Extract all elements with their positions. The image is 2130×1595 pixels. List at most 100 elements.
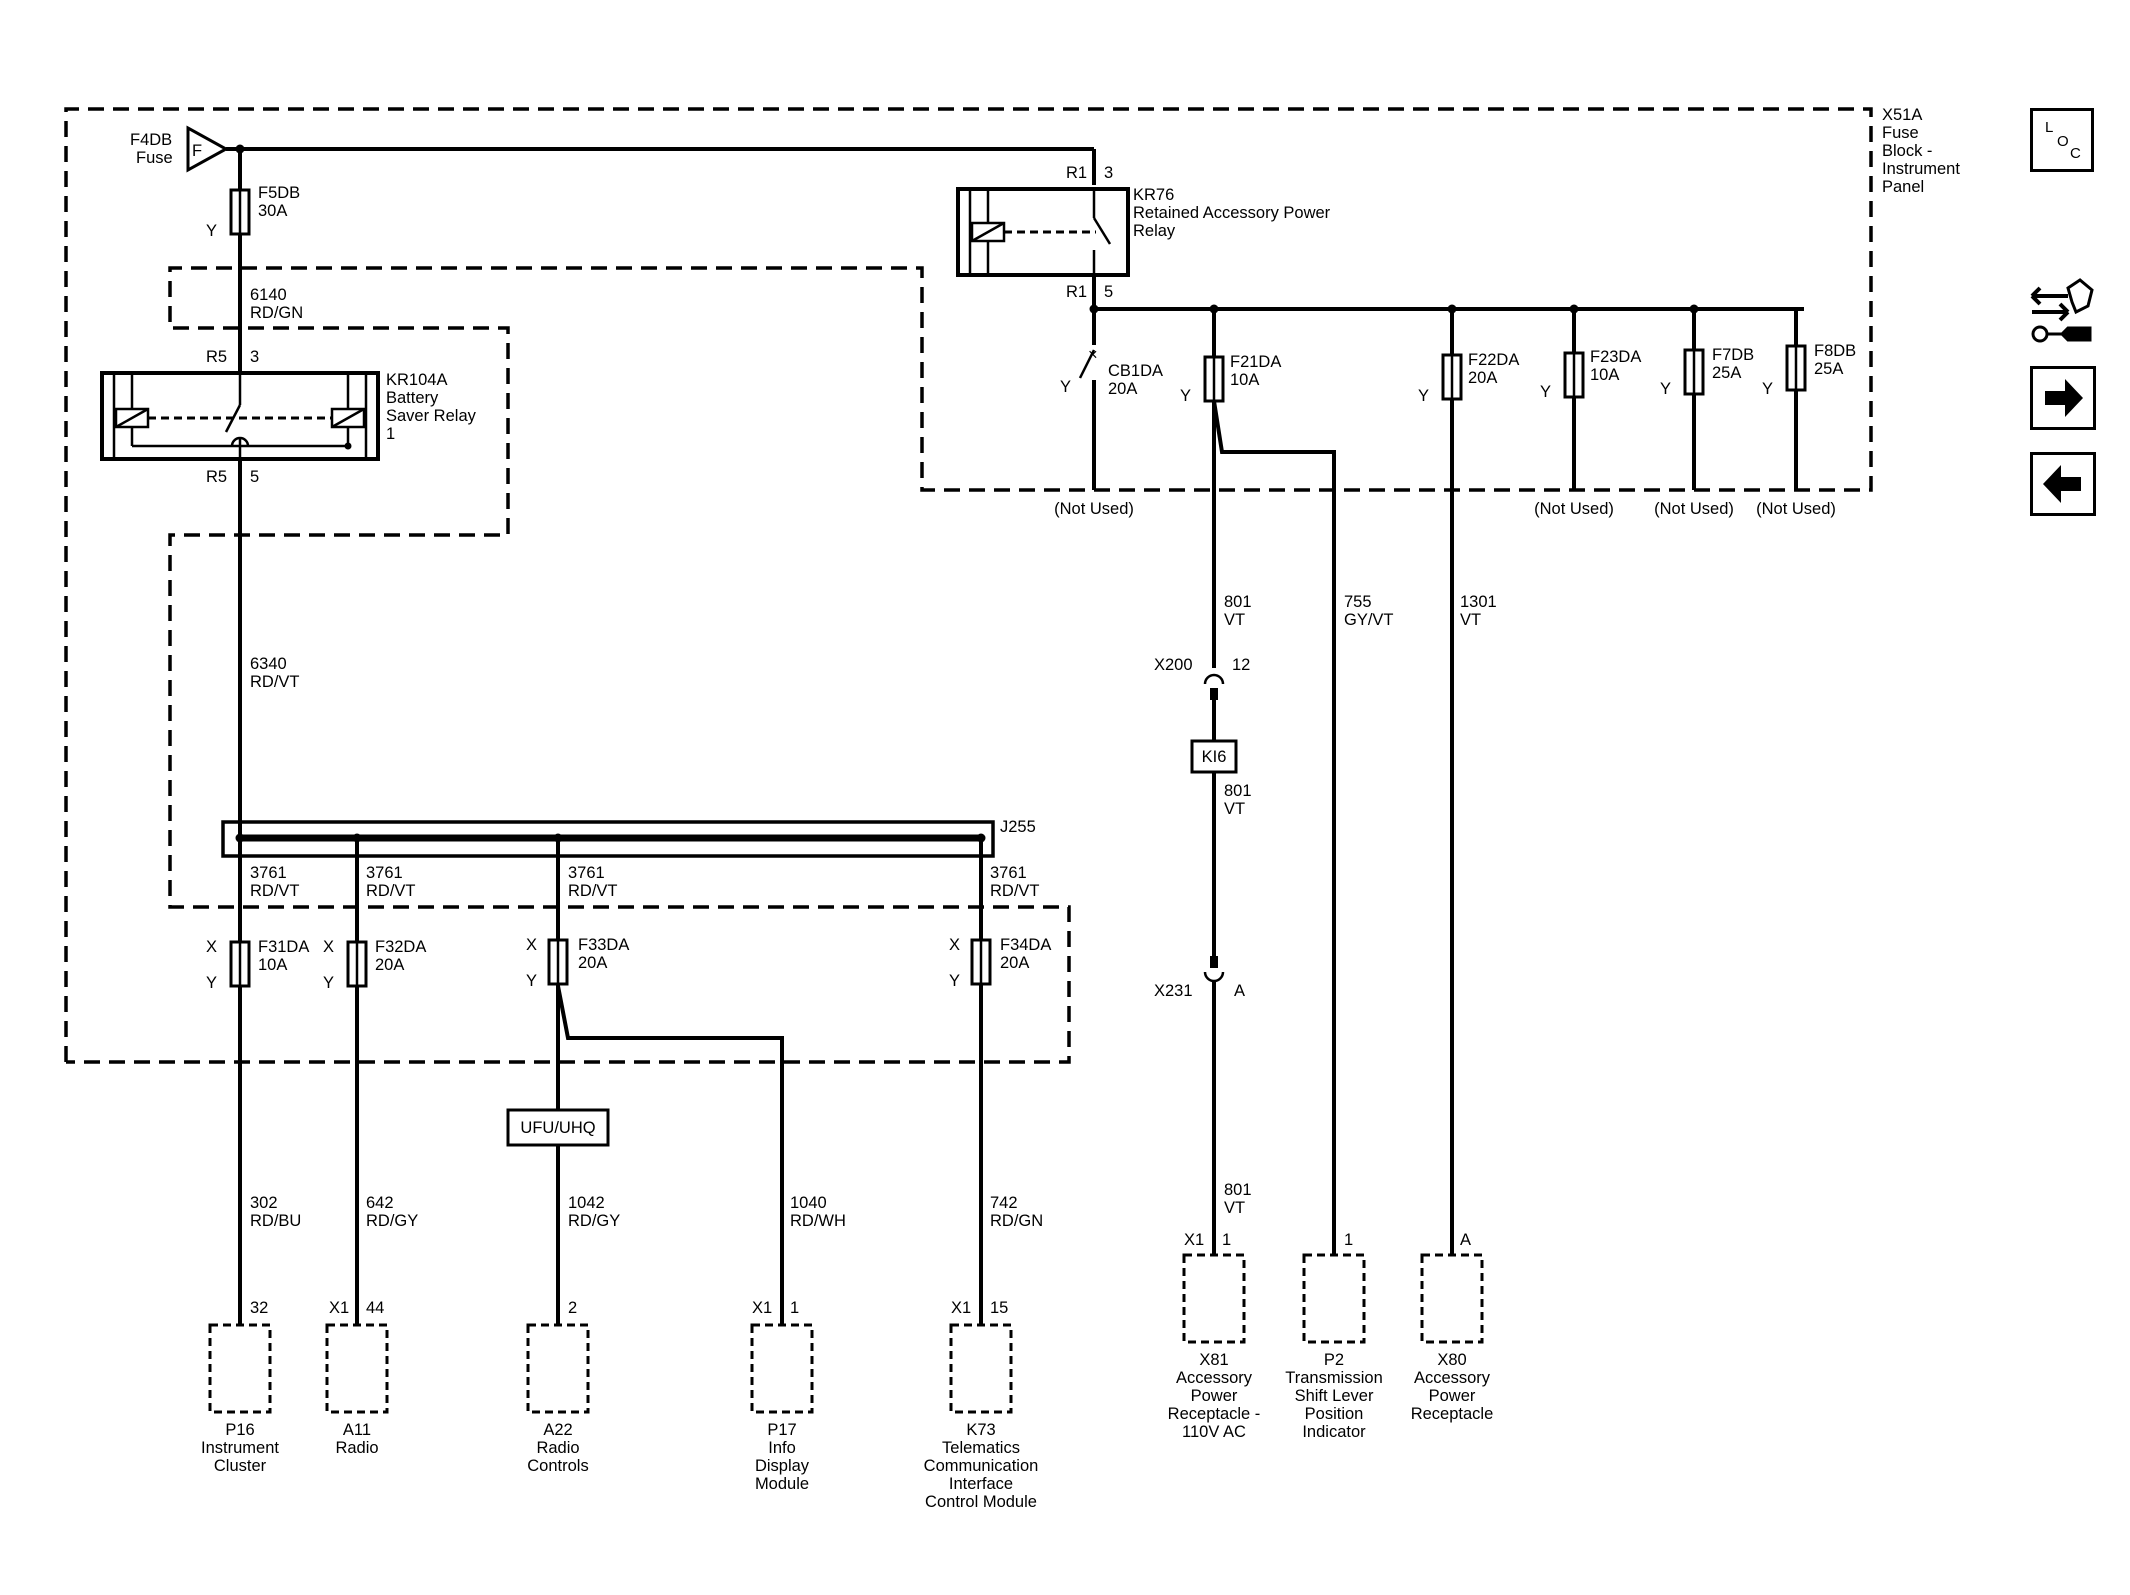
svg-text:F7DB: F7DB	[1712, 346, 1754, 364]
svg-text:X: X	[206, 938, 217, 956]
next-arrow-button[interactable]	[2030, 366, 2096, 430]
svg-text:10A: 10A	[1230, 371, 1259, 389]
fuse-block-outline	[64, 107, 1873, 1064]
cb1da-circuit-breaker: × CB1DA 20A Y (Not Used)	[1054, 309, 1163, 518]
svg-text:F5DB: F5DB	[258, 184, 300, 202]
loc-icon-c: C	[2070, 145, 2081, 162]
svg-text:302: 302	[250, 1194, 278, 1212]
svg-text:F21DA: F21DA	[1230, 353, 1281, 371]
branch-f33da: 3761 RD/VT X Y F33DA 20A	[526, 864, 629, 990]
svg-text:6340: 6340	[250, 655, 287, 673]
svg-text:801: 801	[1224, 593, 1252, 611]
connector-tool-icon[interactable]	[2028, 276, 2096, 346]
load-a11-radio: X1 44 A11 Radio	[325, 1299, 389, 1457]
svg-text:X200: X200	[1154, 656, 1193, 674]
svg-text:Shift Lever: Shift Lever	[1295, 1387, 1374, 1405]
f5db-fuse: F5DB 30A Y	[206, 184, 300, 240]
connector-x231: X231 A	[1154, 956, 1245, 1255]
svg-text:20A: 20A	[1108, 380, 1137, 398]
svg-text:Telematics: Telematics	[942, 1439, 1020, 1457]
fuse-block-label: X51A Fuse Block - Instrument Panel	[1882, 106, 1960, 196]
svg-text:Y: Y	[1540, 383, 1551, 401]
svg-text:1: 1	[1222, 1231, 1231, 1249]
fuse-f7db: F7DB 25A Y (Not Used)	[1654, 309, 1754, 518]
loc-button[interactable]: L O C	[2030, 108, 2094, 172]
svg-text:VT: VT	[1224, 611, 1245, 629]
branch-f34da: 3761 RD/VT X Y F34DA 20A	[949, 864, 1051, 990]
svg-text:(Not Used): (Not Used)	[1534, 500, 1614, 518]
svg-text:5: 5	[250, 468, 259, 486]
svg-text:Instrument: Instrument	[201, 1439, 279, 1457]
svg-text:X80: X80	[1437, 1351, 1466, 1369]
svg-text:RD/VT: RD/VT	[568, 882, 618, 900]
svg-text:X1: X1	[1184, 1231, 1204, 1249]
svg-text:1301: 1301	[1460, 593, 1497, 611]
svg-text:A: A	[1460, 1231, 1471, 1249]
svg-text:Fuse: Fuse	[136, 149, 173, 167]
option-ufu-uhq: UFU/UHQ	[506, 1108, 610, 1147]
fuse-f21da: F21DA 10A Y	[1180, 309, 1281, 405]
svg-text:Info: Info	[768, 1439, 796, 1457]
previous-arrow-button[interactable]	[2030, 452, 2096, 516]
svg-text:Saver Relay: Saver Relay	[386, 407, 477, 425]
svg-text:Instrument: Instrument	[1882, 160, 1960, 178]
load-x80-accessory-receptacle: A X80 Accessory Power Receptacle	[1411, 1231, 1494, 1423]
svg-text:Transmission: Transmission	[1285, 1369, 1383, 1387]
svg-text:F8DB: F8DB	[1814, 342, 1856, 360]
svg-text:1040: 1040	[790, 1194, 827, 1212]
wire-755: 755 GY/VT	[1344, 593, 1394, 629]
wire-801-middle: 801 VT	[1224, 782, 1252, 818]
svg-text:RD/VT: RD/VT	[250, 882, 300, 900]
svg-text:K73: K73	[966, 1421, 995, 1439]
fuse-f8db: F8DB 25A Y (Not Used)	[1756, 307, 1856, 518]
svg-text:X231: X231	[1154, 982, 1193, 1000]
svg-text:X: X	[323, 938, 334, 956]
svg-text:20A: 20A	[1000, 954, 1029, 972]
svg-text:RD/GN: RD/GN	[250, 304, 303, 322]
f4db-fuse-source: F F4DB Fuse	[130, 125, 230, 173]
svg-text:X81: X81	[1199, 1351, 1228, 1369]
loc-icon-o: O	[2057, 133, 2069, 150]
svg-text:A22: A22	[543, 1421, 572, 1439]
svg-text:3761: 3761	[250, 864, 287, 882]
svg-text:3: 3	[250, 348, 259, 366]
svg-text:Accessory: Accessory	[1414, 1369, 1491, 1387]
svg-text:P16: P16	[225, 1421, 254, 1439]
svg-text:VT: VT	[1224, 800, 1245, 818]
svg-text:12: 12	[1232, 656, 1250, 674]
option-ki6: KI6	[1190, 739, 1238, 774]
loc-icon-l: L	[2045, 119, 2054, 136]
svg-text:Block -: Block -	[1882, 142, 1932, 160]
svg-text:Y: Y	[526, 972, 537, 990]
svg-text:2: 2	[568, 1299, 577, 1317]
lower-wire-labels: 302 RD/BU 642 RD/GY 1042 RD/GY 1040 RD/W…	[250, 1194, 1043, 1230]
load-p17-info-display-module: X1 1 P17 Info Display Module	[750, 1299, 814, 1493]
svg-text:3761: 3761	[990, 864, 1027, 882]
svg-text:R5: R5	[206, 468, 227, 486]
wire-801-lower: 801 VT	[1224, 1181, 1252, 1217]
svg-text:755: 755	[1344, 593, 1372, 611]
svg-text:F23DA: F23DA	[1590, 348, 1641, 366]
svg-text:10A: 10A	[1590, 366, 1619, 384]
svg-text:Y: Y	[1660, 380, 1671, 398]
svg-text:Y: Y	[206, 974, 217, 992]
svg-text:F31DA: F31DA	[258, 938, 309, 956]
wire-6340: 6340 RD/VT	[250, 655, 300, 691]
svg-text:KR76: KR76	[1133, 186, 1174, 204]
svg-text:Y: Y	[1418, 387, 1429, 405]
svg-text:Control Module: Control Module	[925, 1493, 1037, 1511]
svg-text:30A: 30A	[258, 202, 287, 220]
svg-text:R1: R1	[1066, 283, 1087, 301]
svg-text:X1: X1	[752, 1299, 772, 1317]
svg-text:Indicator: Indicator	[1302, 1423, 1366, 1441]
svg-text:Radio: Radio	[335, 1439, 378, 1457]
svg-text:(Not Used): (Not Used)	[1054, 500, 1134, 518]
svg-text:15: 15	[990, 1299, 1008, 1317]
svg-text:X: X	[526, 936, 537, 954]
wire-1301: 1301 VT	[1460, 593, 1497, 629]
svg-text:10A: 10A	[258, 956, 287, 974]
svg-text:742: 742	[990, 1194, 1018, 1212]
svg-text:3761: 3761	[568, 864, 605, 882]
svg-text:1: 1	[1344, 1231, 1353, 1249]
